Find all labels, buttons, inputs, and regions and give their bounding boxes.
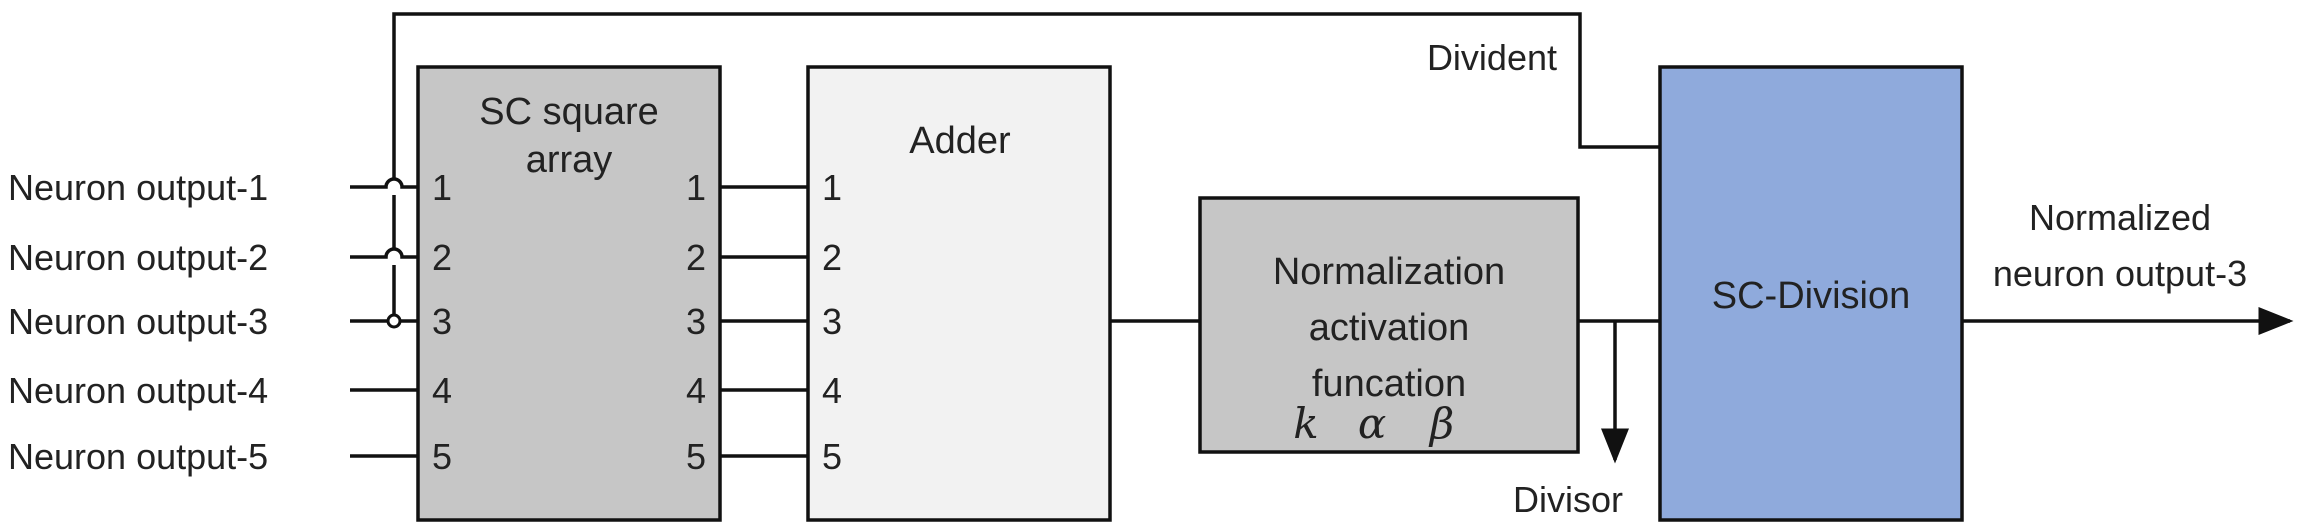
square-array-in-port-3: 3 [432, 301, 452, 342]
output-label-line2: neuron output-3 [1993, 253, 2247, 294]
square-array-out-port-4: 4 [686, 370, 706, 411]
normalization-line3: funcation [1312, 363, 1466, 405]
adder-port-5: 5 [822, 436, 842, 477]
adder-port-2: 2 [822, 237, 842, 278]
param-beta: β [1428, 399, 1454, 448]
normalization-line1: Normalization [1273, 251, 1505, 293]
normalization-block [1198, 196, 1580, 454]
square-array-title-line1: SC square [479, 91, 659, 133]
adder-block [806, 65, 1112, 522]
param-k: k [1293, 399, 1318, 448]
input-label-2: Neuron output-2 [8, 237, 268, 278]
wires [350, 12, 2294, 464]
input-label-1: Neuron output-1 [8, 167, 268, 208]
square-array-out-port-5: 5 [686, 436, 706, 477]
divisor-label: Divisor [1513, 479, 1623, 520]
square-array-in-port-5: 5 [432, 436, 452, 477]
sc-square-array-block [416, 65, 722, 522]
input-1-wire [350, 177, 418, 189]
square-array-out-port-2: 2 [686, 237, 706, 278]
normalization-line2: activation [1309, 307, 1470, 349]
output-label-line1: Normalized [2029, 197, 2211, 238]
input-label-3: Neuron output-3 [8, 301, 268, 342]
param-alpha: α [1358, 399, 1386, 448]
input-label-4: Neuron output-4 [8, 370, 268, 411]
square-array-in-port-4: 4 [432, 370, 452, 411]
adder-title: Adder [909, 120, 1011, 162]
adder-port-1: 1 [822, 167, 842, 208]
dividend-feedback-wire [392, 12, 1660, 315]
division-title: SC-Division [1712, 275, 1910, 317]
adder-port-3: 3 [822, 301, 842, 342]
square-array-in-port-2: 2 [432, 237, 452, 278]
sc-division-block [1658, 65, 1964, 522]
square-array-out-port-1: 1 [686, 167, 706, 208]
input-3-junction [386, 313, 402, 329]
divident-label: Divident [1427, 37, 1557, 78]
square-array-out-port-3: 3 [686, 301, 706, 342]
square-array-in-port-1: 1 [432, 167, 452, 208]
input-label-5: Neuron output-5 [8, 436, 268, 477]
square-array-title-line2: array [526, 139, 613, 181]
input-2-wire [350, 247, 418, 259]
adder-port-4: 4 [822, 370, 842, 411]
